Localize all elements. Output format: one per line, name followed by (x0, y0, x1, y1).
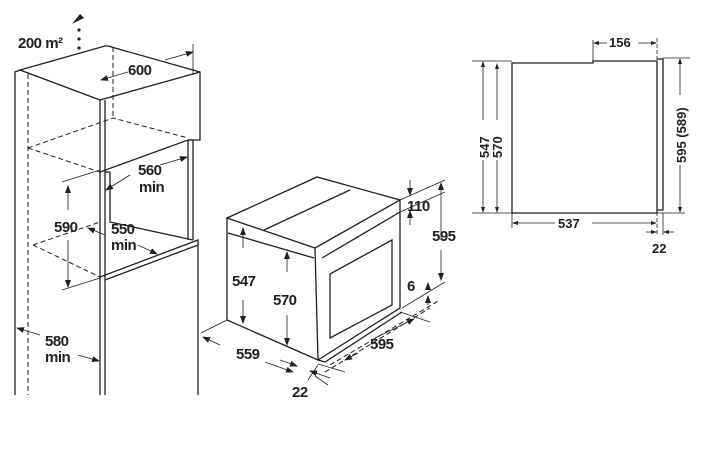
niche-inner-width-unit: min (111, 237, 137, 254)
oven-body-height-label: 547 (232, 273, 256, 290)
niche-depth-unit: min (139, 179, 165, 196)
oven-bottom-gap-label: 6 (407, 278, 415, 295)
ventilation-label: 200 m² (18, 35, 63, 52)
cabinet-depth-value: 580 (45, 333, 69, 350)
oven-isometric-drawing (200, 176, 446, 386)
oven-top-gap-label: 110 (407, 198, 430, 215)
oven-width-label: 595 (370, 336, 394, 353)
niche-height-label: 590 (54, 219, 78, 236)
side-depth-label: 537 (558, 216, 580, 231)
niche-inner-width-value: 550 (111, 221, 135, 238)
oven-total-height-label: 570 (273, 292, 297, 309)
oven-door-thickness-label: 22 (292, 384, 308, 401)
oven-front-height-label: 595 (432, 228, 456, 245)
side-total-height-label: 570 (490, 136, 505, 158)
niche-depth-value: 560 (138, 162, 162, 179)
side-front-height-label: 595 (589) (674, 107, 689, 163)
side-door-label: 22 (652, 241, 666, 256)
niche-width-label: 600 (128, 62, 152, 79)
cabinet-niche-drawing (14, 14, 201, 395)
oven-side-view-drawing (472, 38, 690, 235)
cabinet-depth-unit: min (45, 349, 71, 366)
side-body-height-label: 547 (477, 136, 492, 158)
oven-depth-label: 559 (236, 346, 260, 363)
side-top-step-label: 156 (609, 35, 631, 50)
